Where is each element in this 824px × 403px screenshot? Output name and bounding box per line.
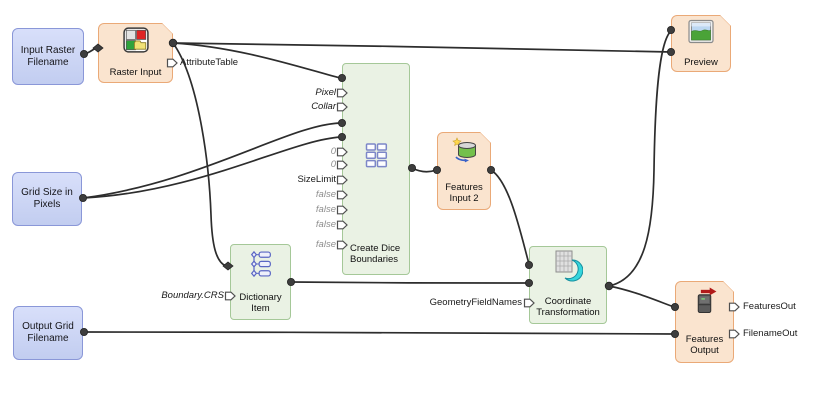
connection-outputgrid-to-features-output[interactable] xyxy=(83,331,675,335)
coordinate-transformation-node[interactable]: Coordinate Transformation xyxy=(529,246,607,324)
port-label-attribute-table: AttributeTable xyxy=(180,57,239,68)
connection-dictionary-to-coordinate[interactable] xyxy=(290,281,529,284)
connection-coordinate-to-features-output[interactable] xyxy=(608,285,675,308)
port-label-collar: Collar xyxy=(311,101,336,112)
port-label-false-1: false xyxy=(315,189,336,200)
raster-input-node[interactable]: Raster Input xyxy=(98,23,173,83)
raster-input-caption: Raster Input xyxy=(109,66,162,78)
connection-dice-to-features-input2[interactable] xyxy=(411,167,437,173)
port-label-zero-1: 0 xyxy=(330,146,336,157)
port-label-filename-out: FilenameOut xyxy=(743,328,798,339)
preview-node[interactable]: Preview xyxy=(671,15,731,72)
grid-size-in-pixels-box[interactable]: Grid Size in Pixels xyxy=(12,172,82,226)
input-raster-filename-box[interactable]: Input Raster Filename xyxy=(12,28,84,85)
connection-filename-to-raster-input[interactable] xyxy=(83,47,97,55)
preview-image-icon xyxy=(688,19,714,44)
dictionary-list-icon xyxy=(250,250,271,278)
connection-features-input2-to-coordinate[interactable] xyxy=(490,169,530,265)
create-dice-boundaries-node[interactable]: Create Dice Boundaries xyxy=(342,63,410,275)
features-output-node[interactable]: Features Output xyxy=(675,281,734,363)
preview-caption: Preview xyxy=(684,56,718,68)
port-label-geometry-field-names: GeometryFieldNames xyxy=(429,297,522,308)
connection-raster-to-dictionary[interactable] xyxy=(172,42,227,267)
port-label-pixel: Pixel xyxy=(315,87,336,98)
port-label-zero-2: 0 xyxy=(330,159,336,170)
features-output-device-icon xyxy=(691,285,718,315)
features-output-caption: Features Output xyxy=(685,334,724,356)
features-input2-caption: Features Input 2 xyxy=(445,182,483,204)
dice-grid-icon xyxy=(365,143,388,168)
dictionary-item-node[interactable]: Dictionary Item xyxy=(230,244,291,320)
port-label-features-out: FeaturesOut xyxy=(743,301,796,312)
port-label-false-4: false xyxy=(315,239,336,250)
coordinate-transform-icon xyxy=(555,250,583,282)
port-label-false-2: false xyxy=(315,204,336,215)
create-dice-boundaries-caption: Create Dice Boundaries xyxy=(350,243,401,265)
output-grid-filename-box[interactable]: Output Grid Filename xyxy=(13,306,83,360)
features-database-icon xyxy=(451,137,478,164)
connection-raster-to-preview[interactable] xyxy=(172,42,672,53)
coordinate-transformation-caption: Coordinate Transformation xyxy=(536,296,600,318)
connection-coordinate-to-preview[interactable] xyxy=(608,30,672,287)
port-label-boundary-crs: Boundary.CRS xyxy=(161,290,224,301)
port-label-size-limit: SizeLimit xyxy=(297,174,336,185)
port-label-false-3: false xyxy=(315,219,336,230)
raster-input-icon xyxy=(123,27,149,53)
dictionary-item-caption: Dictionary Item xyxy=(239,292,282,314)
features-input2-node[interactable]: Features Input 2 xyxy=(437,132,491,210)
